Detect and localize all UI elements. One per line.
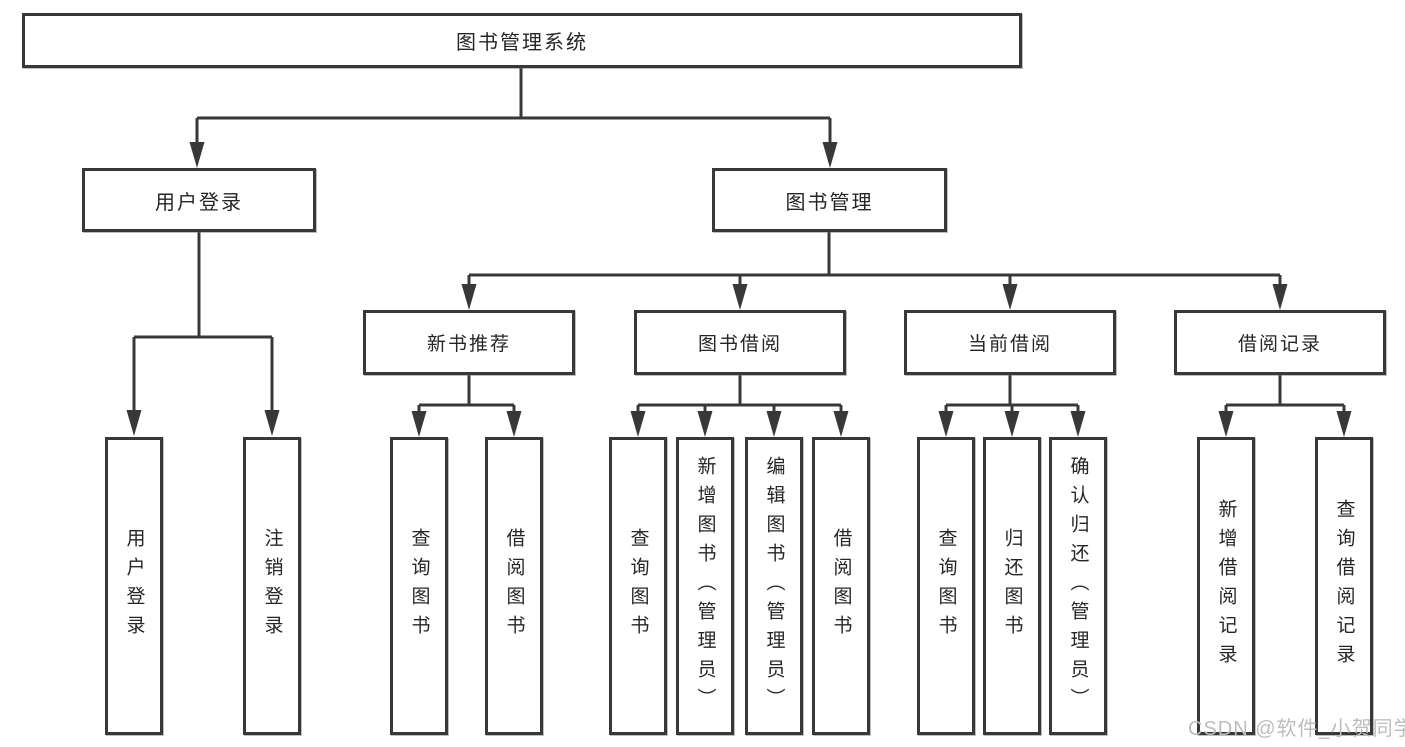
node-library-management-system: 图书管理系统	[22, 13, 1022, 68]
leaf-query-books-recommend-label: 查询图书	[408, 528, 430, 644]
leaf-confirm-return-admin: 确认归还（管理员）	[1049, 437, 1107, 735]
leaf-add-book-admin-label: 新增图书（管理员）	[694, 455, 716, 717]
node-book-borrowing: 图书借阅	[634, 310, 846, 375]
leaf-logout: 注销登录	[243, 437, 301, 735]
leaf-add-borrow-record: 新增借阅记录	[1197, 437, 1255, 735]
node-current-borrowing: 当前借阅	[904, 310, 1116, 375]
leaf-confirm-return-admin-label: 确认归还（管理员）	[1067, 455, 1089, 717]
node-borrowing-records: 借阅记录	[1174, 310, 1386, 375]
node-new-book-recommendation: 新书推荐	[363, 310, 575, 375]
leaf-query-books-borrowing: 查询图书	[609, 437, 667, 735]
node-user-login: 用户登录	[82, 168, 316, 232]
csdn-watermark: CSDN @软件_小贺同学	[1188, 718, 1405, 740]
leaf-add-borrow-record-label: 新增借阅记录	[1215, 499, 1237, 673]
leaf-borrow-books-label: 借阅图书	[830, 528, 852, 644]
leaf-return-book: 归还图书	[983, 437, 1041, 735]
leaf-query-borrow-record-label: 查询借阅记录	[1333, 499, 1355, 673]
leaf-logout-label: 注销登录	[261, 528, 283, 644]
leaf-return-book-label: 归还图书	[1001, 528, 1023, 644]
leaf-edit-book-admin: 编辑图书（管理员）	[745, 437, 803, 735]
leaf-add-book-admin: 新增图书（管理员）	[676, 437, 734, 735]
leaf-query-books-recommend: 查询图书	[390, 437, 448, 735]
leaf-query-books-borrowing-label: 查询图书	[627, 528, 649, 644]
leaf-query-books-current: 查询图书	[917, 437, 975, 735]
leaf-query-books-current-label: 查询图书	[935, 528, 957, 644]
leaf-borrow-books: 借阅图书	[812, 437, 870, 735]
leaf-borrow-books-recommend-label: 借阅图书	[503, 528, 525, 644]
leaf-user-login-label: 用户登录	[123, 528, 145, 644]
arrowheads	[126, 142, 1352, 437]
leaf-user-login: 用户登录	[105, 437, 163, 735]
leaf-query-borrow-record: 查询借阅记录	[1315, 437, 1373, 735]
leaf-edit-book-admin-label: 编辑图书（管理员）	[763, 455, 785, 717]
node-book-management: 图书管理	[712, 168, 947, 232]
leaf-borrow-books-recommend: 借阅图书	[485, 437, 543, 735]
